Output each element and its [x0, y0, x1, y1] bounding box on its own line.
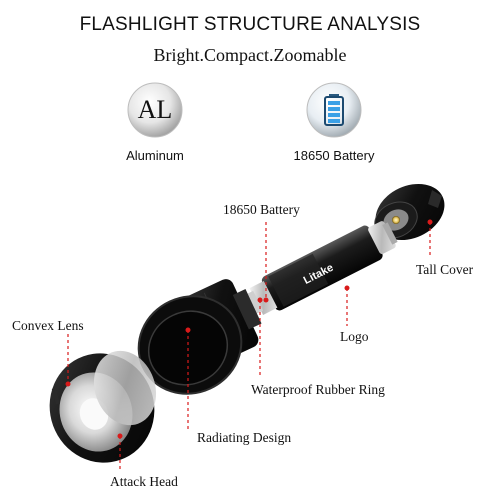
page-title: FLASHLIGHT STRUCTURE ANALYSIS	[79, 14, 421, 35]
aluminum-badge-text: AL	[137, 95, 173, 124]
aluminum-badge-icon	[127, 82, 183, 138]
feature-label-aluminum: Aluminum	[126, 148, 184, 163]
label-convex-lens: Convex Lens	[12, 318, 84, 333]
radiating-head	[137, 279, 262, 395]
leader-dots	[65, 219, 433, 439]
label-tail-cover: Tall Cover	[416, 262, 474, 277]
label-radiating-design: Radiating Design	[197, 430, 292, 445]
label-logo: Logo	[340, 329, 369, 344]
leader-lines	[67, 222, 431, 470]
flashlight-body-tube: Litake	[244, 221, 398, 316]
label-waterproof-rubber-ring: Waterproof Rubber Ring	[251, 382, 385, 397]
battery-icon	[306, 82, 362, 138]
label-18650-battery: 18650 Battery	[223, 202, 300, 217]
feature-label-battery: 18650 Battery	[293, 148, 375, 163]
page-subtitle: Bright.Compact.Zoomable	[153, 45, 347, 65]
label-attack-head: Attack Head	[110, 474, 178, 489]
attack-head	[49, 350, 157, 463]
